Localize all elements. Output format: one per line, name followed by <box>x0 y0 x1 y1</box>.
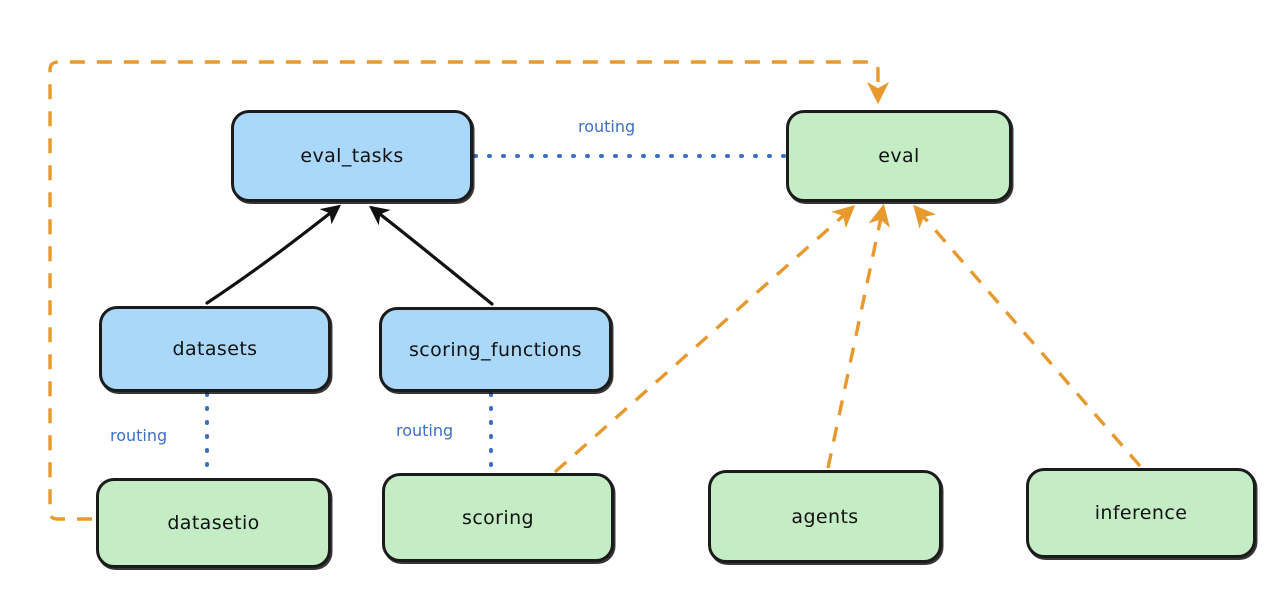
node-eval-tasks[interactable]: eval_tasks <box>231 110 473 202</box>
edge-datasetio-to-eval <box>48 60 890 521</box>
node-scoring-functions[interactable]: scoring_functions <box>379 307 612 392</box>
edge-scoring-functions-to-eval-tasks <box>369 205 494 306</box>
node-eval[interactable]: eval <box>786 110 1012 202</box>
node-datasets[interactable]: datasets <box>99 306 331 392</box>
node-label-datasetio: datasetio <box>167 512 260 534</box>
node-scoring[interactable]: scoring <box>382 473 614 562</box>
node-label-scoring-functions: scoring_functions <box>409 338 582 361</box>
node-label-agents: agents <box>791 505 859 528</box>
node-inference[interactable]: inference <box>1026 468 1256 558</box>
node-label-eval: eval <box>878 145 920 167</box>
node-label-datasets: datasets <box>172 338 258 360</box>
edge-scoring-to-eval <box>553 205 856 474</box>
edge-datasets-to-eval-tasks <box>205 204 341 305</box>
edge-inference-to-eval <box>913 204 1142 468</box>
edge-label-routing-datasets-datasetio: routing <box>110 426 168 445</box>
node-agents[interactable]: agents <box>708 470 942 563</box>
edge-label-routing-scoring-functions-scoring: routing <box>396 421 454 440</box>
node-label-scoring: scoring <box>462 506 534 529</box>
node-label-inference: inference <box>1094 502 1188 524</box>
node-label-eval-tasks: eval_tasks <box>300 145 404 167</box>
edge-agents-to-eval <box>826 203 891 469</box>
edge-label-routing-eval-tasks-eval: routing <box>578 117 636 136</box>
node-datasetio[interactable]: datasetio <box>96 478 331 568</box>
